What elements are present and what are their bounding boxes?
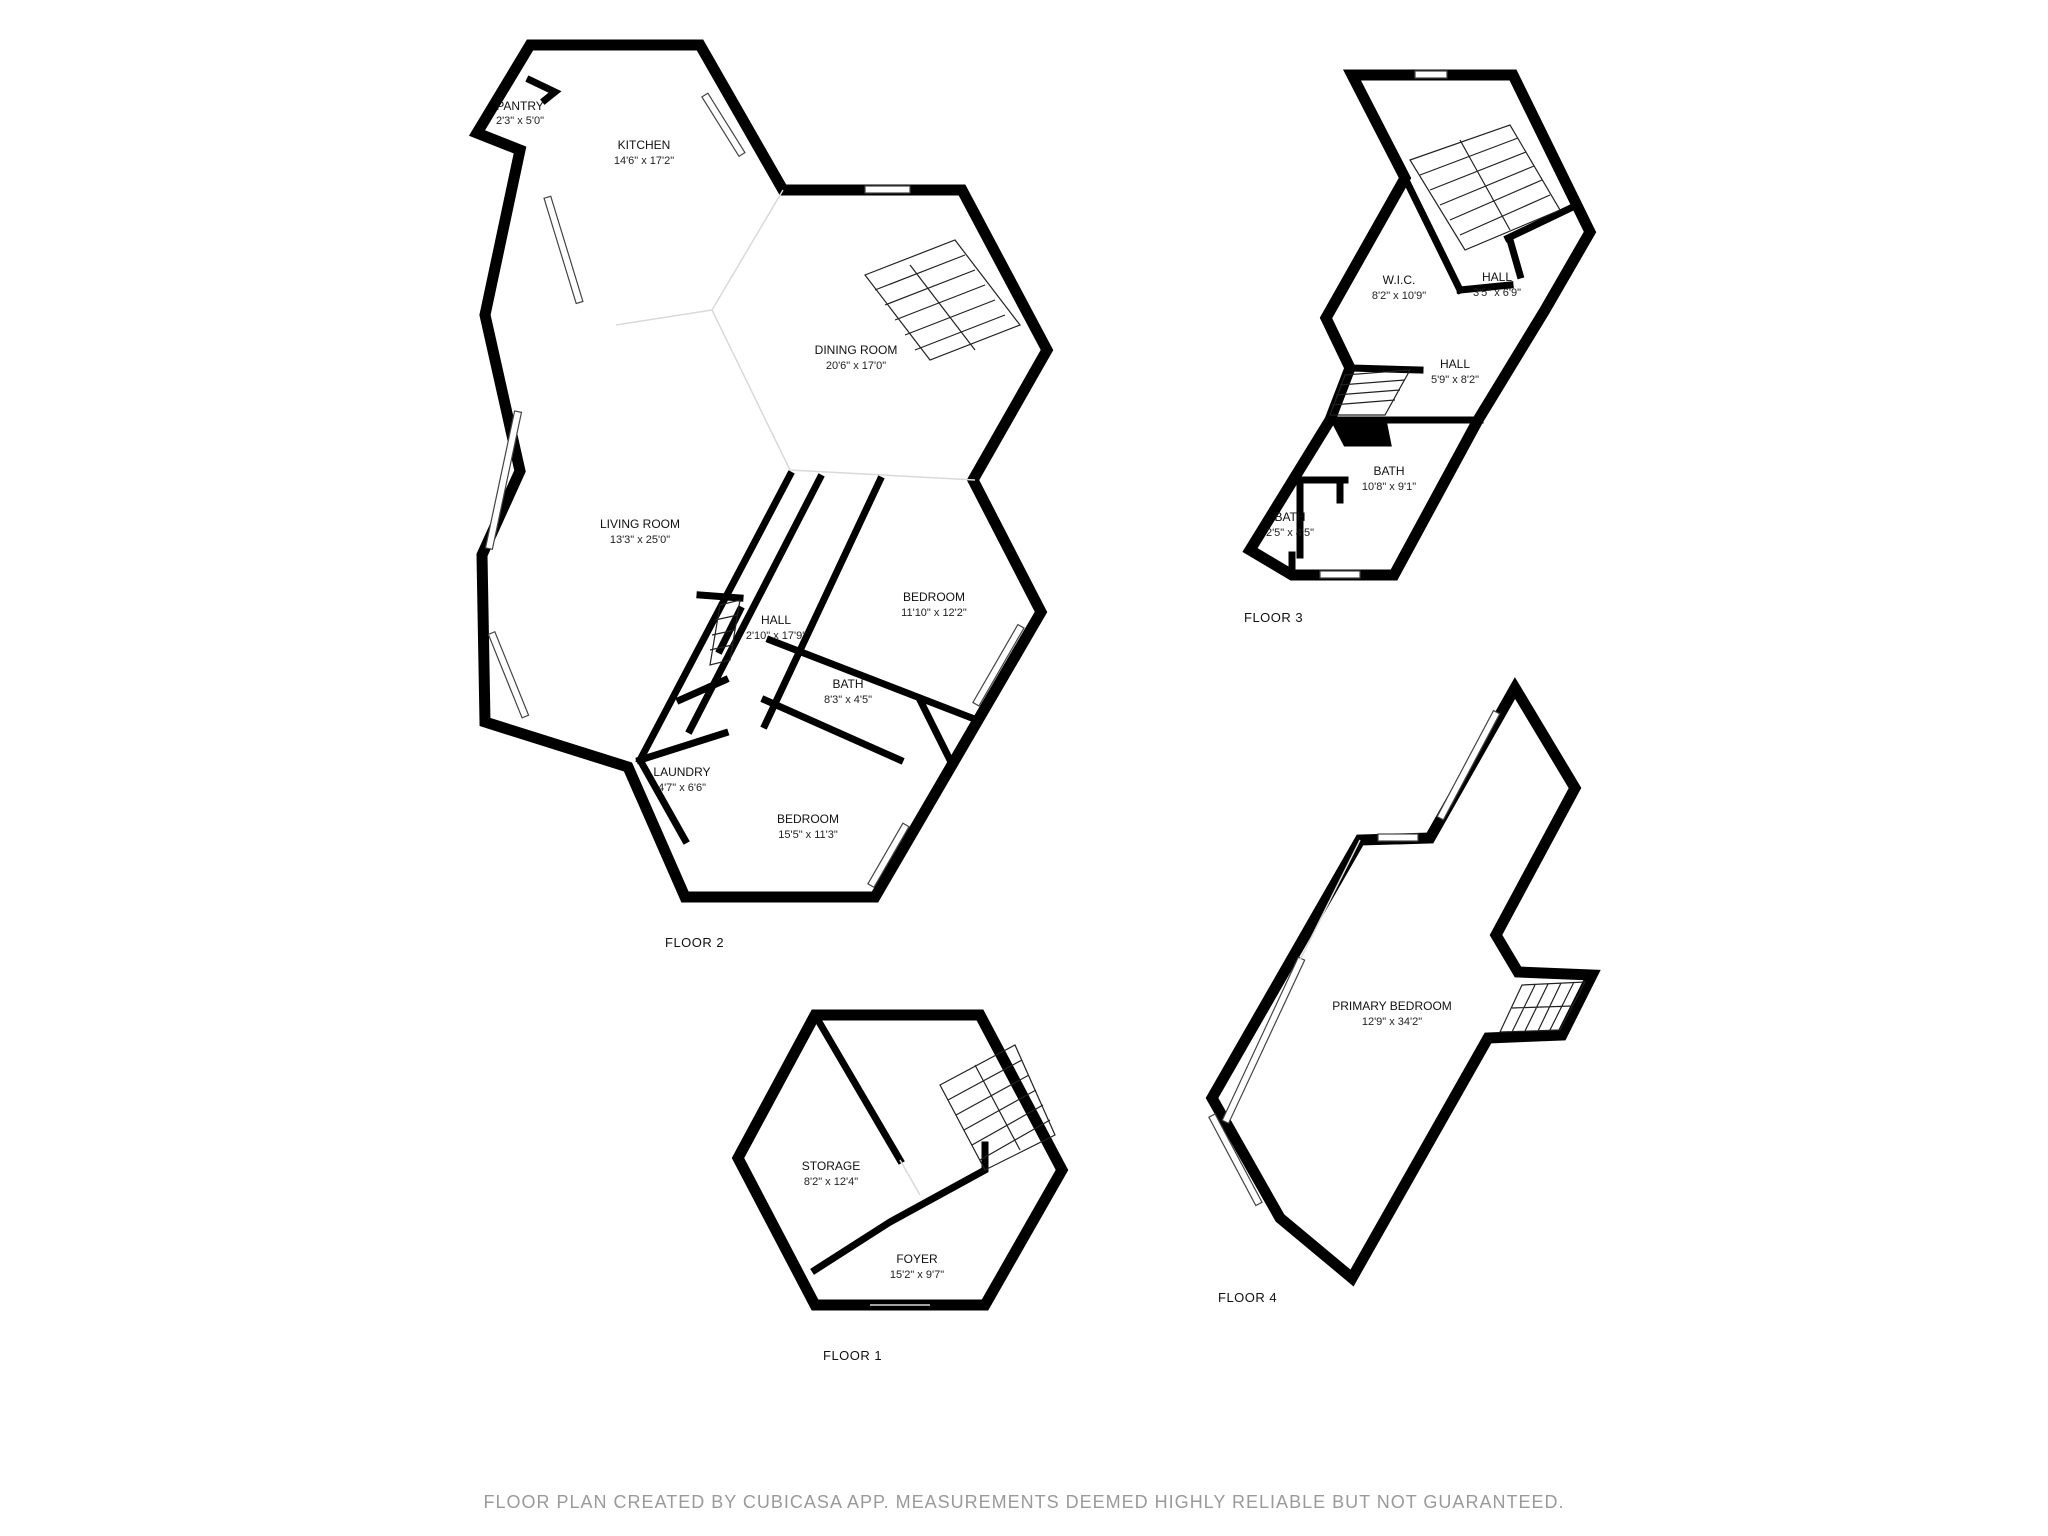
floor-4-label: FLOOR 4 [1218, 1290, 1277, 1305]
svg-text:PANTRY: PANTRY [496, 99, 544, 113]
svg-text:LIVING ROOM: LIVING ROOM [600, 517, 680, 531]
floor-3-stairs [1329, 124, 1561, 416]
svg-text:12'9" x 34'2": 12'9" x 34'2" [1362, 1016, 1422, 1028]
room-living-room: LIVING ROOM 13'3" x 25'0" [600, 517, 680, 546]
floor-2-label: FLOOR 2 [665, 935, 724, 950]
floor-4-windows [1208, 709, 1501, 1207]
svg-text:KITCHEN: KITCHEN [618, 138, 671, 152]
svg-text:20'6" x 17'0": 20'6" x 17'0" [826, 360, 886, 372]
svg-text:HALL: HALL [1440, 357, 1470, 371]
floor-1-stairs [939, 1044, 1056, 1171]
room-foyer: FOYER 15'2" x 9'7" [890, 1252, 944, 1281]
room-dining-room: DINING ROOM 20'6" x 17'0" [815, 343, 898, 372]
room-kitchen: KITCHEN 14'6" x 17'2" [614, 138, 674, 167]
floor-3-windows [1319, 70, 1448, 579]
floor-2-windows [484, 92, 1025, 889]
svg-text:BATH: BATH [1373, 464, 1404, 478]
svg-text:BEDROOM: BEDROOM [777, 812, 839, 826]
floor-4-outer-walls [1205, 677, 1601, 1287]
floor-3-label: FLOOR 3 [1244, 610, 1303, 625]
floor-4-stairs [1499, 981, 1587, 1033]
room-hall: HALL 2'10" x 17'9" [746, 613, 806, 642]
svg-text:LAUNDRY: LAUNDRY [653, 765, 710, 779]
svg-text:15'5" x 11'3": 15'5" x 11'3" [778, 829, 838, 841]
room-primary-bedroom: PRIMARY BEDROOM 12'9" x 34'2" [1332, 999, 1452, 1028]
svg-text:14'6" x 17'2": 14'6" x 17'2" [614, 155, 674, 167]
floor-1-plan: STORAGE 8'2" x 12'4" FOYER 15'2" x 9'7" … [731, 1009, 1069, 1363]
svg-text:2'10" x 17'9": 2'10" x 17'9" [746, 630, 806, 642]
room-wic: W.I.C. 8'2" x 10'9" [1372, 273, 1426, 302]
floor-4-plan: PRIMARY BEDROOM 12'9" x 34'2" FLOOR 4 [1205, 677, 1601, 1305]
svg-text:2'5" x 4'5": 2'5" x 4'5" [1266, 527, 1314, 539]
room-storage: STORAGE 8'2" x 12'4" [802, 1159, 860, 1188]
svg-text:BEDROOM: BEDROOM [903, 590, 965, 604]
room-hall-upper: HALL 3'5" x 6'9" [1473, 270, 1521, 299]
svg-text:10'8" x 9'1": 10'8" x 9'1" [1362, 481, 1416, 493]
floor-2-interior-walls [525, 75, 982, 845]
room-bedroom-2: BEDROOM 15'5" x 11'3" [777, 812, 839, 841]
svg-text:DINING ROOM: DINING ROOM [815, 343, 898, 357]
svg-text:STORAGE: STORAGE [802, 1159, 860, 1173]
svg-text:BATH: BATH [1274, 510, 1305, 524]
svg-text:8'3" x 4'5": 8'3" x 4'5" [824, 694, 872, 706]
svg-text:W.I.C.: W.I.C. [1383, 273, 1416, 287]
floor-3-plan: W.I.C. 8'2" x 10'9" HALL 3'5" x 6'9" HAL… [1242, 69, 1597, 625]
svg-text:4'7" x 6'6": 4'7" x 6'6" [658, 782, 706, 794]
room-laundry: LAUNDRY 4'7" x 6'6" [653, 765, 710, 794]
svg-text:FOYER: FOYER [896, 1252, 938, 1266]
svg-text:BATH: BATH [832, 677, 863, 691]
floor-1-interior-walls [810, 1010, 989, 1275]
svg-text:HALL: HALL [761, 613, 791, 627]
room-bath-small: BATH 2'5" x 4'5" [1266, 510, 1314, 539]
svg-text:13'3" x 25'0": 13'3" x 25'0" [610, 534, 670, 546]
svg-text:HALL: HALL [1482, 270, 1512, 284]
floor-1-label: FLOOR 1 [823, 1348, 882, 1363]
floor-2-plan: PANTRY 2'3" x 5'0" KITCHEN 14'6" x 17'2"… [468, 39, 1054, 950]
svg-text:5'9" x 8'2": 5'9" x 8'2" [1431, 374, 1479, 386]
svg-text:PRIMARY BEDROOM: PRIMARY BEDROOM [1332, 999, 1452, 1013]
room-bath-large: BATH 10'8" x 9'1" [1362, 464, 1416, 493]
floor-2-stairs [709, 239, 1021, 666]
svg-text:8'2" x 10'9": 8'2" x 10'9" [1372, 290, 1426, 302]
floor-3-interior-walls [1288, 173, 1580, 579]
svg-text:2'3" x 5'0": 2'3" x 5'0" [496, 115, 544, 127]
svg-text:3'5" x 6'9": 3'5" x 6'9" [1473, 287, 1521, 299]
room-hall-lower: HALL 5'9" x 8'2" [1431, 357, 1479, 386]
floor-2-outer-walls [468, 39, 1054, 903]
footer-disclaimer: FLOOR PLAN CREATED BY CUBICASA APP. MEAS… [483, 1492, 1565, 1512]
room-bath: BATH 8'3" x 4'5" [824, 677, 872, 706]
svg-text:15'2" x 9'7": 15'2" x 9'7" [890, 1269, 944, 1281]
room-pantry: PANTRY 2'3" x 5'0" [496, 99, 544, 127]
room-bedroom-1: BEDROOM 11'10" x 12'2" [901, 590, 967, 619]
svg-text:11'10" x 12'2": 11'10" x 12'2" [901, 607, 967, 619]
floor-1-outer-walls [731, 1009, 1069, 1311]
svg-text:8'2" x 12'4": 8'2" x 12'4" [804, 1176, 858, 1188]
